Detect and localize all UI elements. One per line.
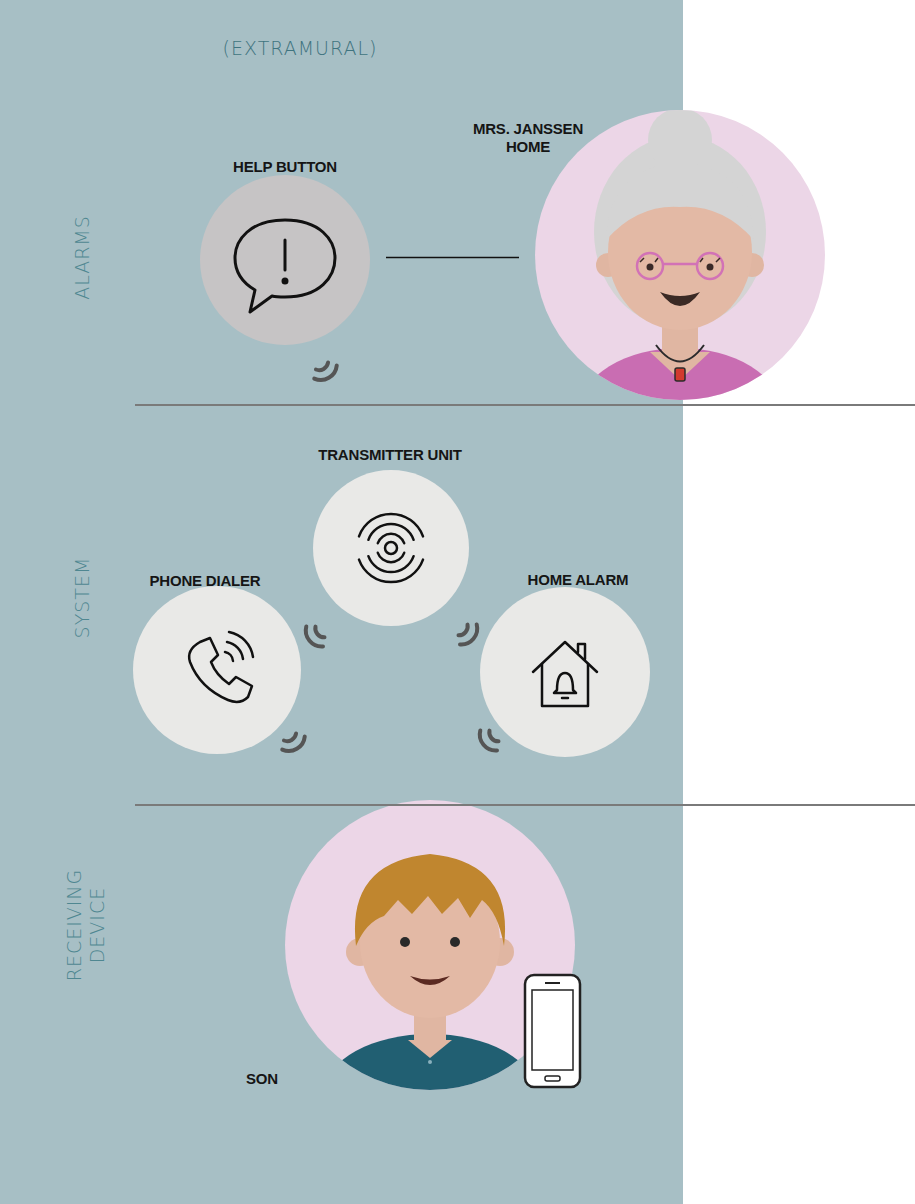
node-heading: MRS. JANSSEN HOME	[466, 120, 591, 156]
node-heading: HOME ALARM	[488, 571, 668, 589]
section-title: (EXTRAMURAL)	[150, 36, 450, 60]
resident-circle: MRS. JANSSEN HOME	[535, 110, 825, 400]
node-heading: PHONE DIALER	[115, 572, 295, 590]
phone-icon	[189, 632, 253, 702]
node-heading: SON	[227, 1070, 297, 1088]
separator-line	[135, 404, 915, 406]
row-label: SYSTEM	[71, 497, 94, 697]
broadcast-icon	[359, 514, 423, 582]
node-heading: TRANSMITTER UNIT	[290, 446, 490, 464]
connector-line	[386, 257, 519, 259]
separator-line	[135, 804, 915, 806]
transmitter-circle: TRANSMITTER UNIT	[313, 470, 469, 626]
smartphone-icon	[525, 975, 580, 1087]
home-alarm-icon	[533, 642, 597, 706]
grandmother-illustration	[580, 108, 780, 472]
help-button-circle: HELP BUTTON	[200, 175, 370, 345]
signal-waves	[279, 360, 503, 756]
son-illustration	[325, 854, 535, 1150]
phone-dialer-circle: PHONE DIALER	[133, 586, 301, 754]
home-alarm-circle: HOME ALARM	[480, 587, 650, 757]
row-label: ALARMS	[71, 157, 94, 357]
node-heading: HELP BUTTON	[195, 158, 375, 176]
speech-bubble-icon	[235, 220, 335, 312]
row-label: RECEIVING DEVICE	[63, 860, 109, 990]
son-circle: SON	[285, 800, 575, 1090]
